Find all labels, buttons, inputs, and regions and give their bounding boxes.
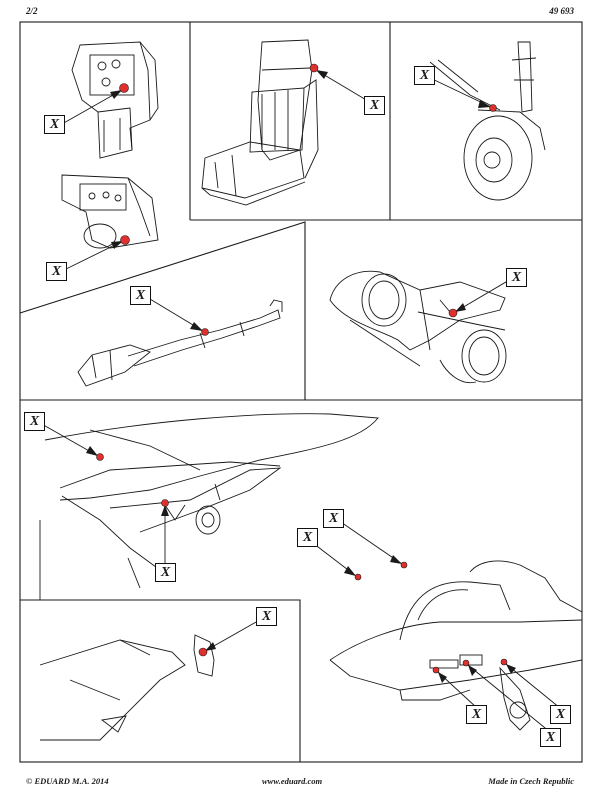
callout-marker: X bbox=[414, 66, 435, 85]
callout-marker: X bbox=[130, 286, 151, 305]
callout-marker: X bbox=[44, 115, 65, 134]
callout-marker: X bbox=[256, 607, 277, 626]
control-stick bbox=[77, 299, 283, 387]
callout-marker: X bbox=[540, 728, 561, 747]
callout-marker: X bbox=[466, 705, 487, 724]
instrument-panel-bottom bbox=[61, 174, 159, 249]
kit-number: 49 693 bbox=[549, 6, 574, 16]
highlight-dots bbox=[96, 63, 508, 674]
canopy-detail bbox=[39, 634, 215, 741]
website-link[interactable]: www.eduard.com bbox=[262, 776, 323, 786]
fuselage bbox=[329, 560, 583, 731]
callout-marker: X bbox=[24, 412, 45, 431]
callout-marker: X bbox=[155, 563, 176, 582]
nose-gear-bay bbox=[39, 413, 379, 600]
ejection-seat bbox=[201, 39, 319, 206]
intakes bbox=[329, 270, 507, 384]
callout-marker: X bbox=[323, 509, 344, 528]
callout-marker: X bbox=[550, 705, 571, 724]
landing-gear bbox=[429, 41, 546, 201]
callout-marker: X bbox=[297, 528, 318, 547]
panel-borders bbox=[19, 21, 583, 763]
arrowheads bbox=[86, 70, 516, 683]
page-number: 2/2 bbox=[26, 6, 38, 16]
origin-text: Made in Czech Republic bbox=[488, 776, 574, 786]
copyright-text: © EDUARD M.A. 2014 bbox=[26, 776, 109, 786]
callout-marker: X bbox=[46, 262, 67, 281]
callout-marker: X bbox=[364, 96, 385, 115]
instrument-panel-top bbox=[71, 41, 159, 159]
callout-marker: X bbox=[506, 268, 527, 287]
